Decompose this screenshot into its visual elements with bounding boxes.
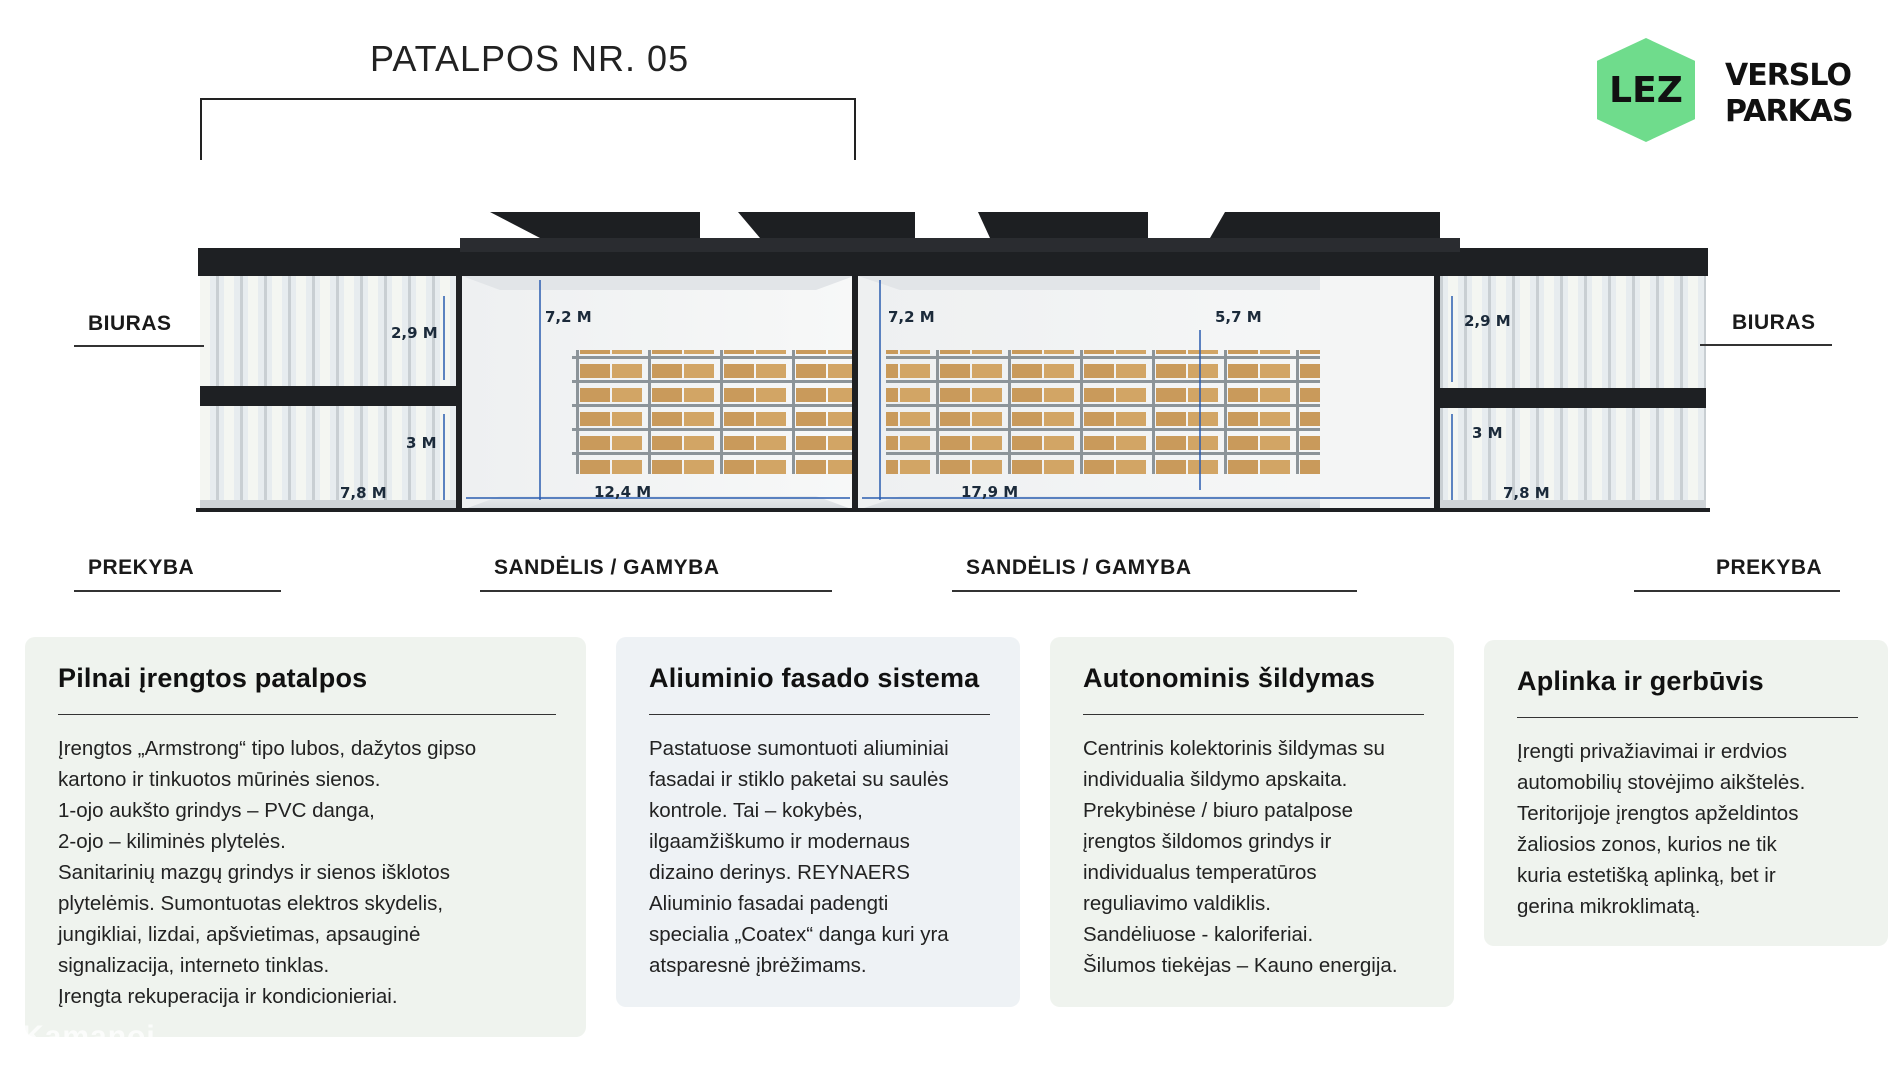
dim-warehouse1-height: 7,2 M <box>545 308 592 326</box>
dim-left-office-width: 7,8 M <box>340 484 387 502</box>
card-title: Pilnai įrengtos patalpos <box>58 663 368 693</box>
brand-name: VERSLO PARKAS <box>1725 58 1854 130</box>
card-text: Pastatuose sumontuoti aliuminiai fasadai… <box>649 737 949 977</box>
card-title: Aplinka ir gerbūvis <box>1517 666 1764 696</box>
building-section-illustration: 2,9 M 3 M 7,8 M 7,2 M 12,4 M 7,2 M 5,7 M… <box>196 212 1710 512</box>
dim-warehouse2-height: 7,2 M <box>888 308 935 326</box>
dim-right-office-upper: 2,9 M <box>1464 312 1511 330</box>
card-divider <box>1517 717 1858 718</box>
card-title: Autonominis šildymas <box>1083 663 1376 693</box>
zone-line <box>1700 344 1832 346</box>
card-text: Centrinis kolektorinis šildymas su indiv… <box>1083 737 1398 977</box>
section-bracket <box>200 98 856 160</box>
zone-line <box>952 590 1357 592</box>
logo-hexagon: LEZ <box>1597 38 1695 142</box>
zone-line <box>74 590 281 592</box>
zone-label-prekyba-right: PREKYBA <box>1716 556 1823 579</box>
card-title: Aliuminio fasado sistema <box>649 663 980 693</box>
card-divider <box>1083 714 1424 715</box>
brand-line-1: VERSLO <box>1725 58 1852 93</box>
feature-card-facade: Aliuminio fasado sistema Pastatuose sumo… <box>616 637 1020 1007</box>
dim-warehouse1-width: 12,4 M <box>594 483 651 501</box>
dim-left-office-lower: 3 M <box>406 434 437 452</box>
logo-mark: LEZ <box>1609 69 1683 111</box>
dim-left-office-upper: 2,9 M <box>391 324 438 342</box>
zone-line <box>1634 590 1840 592</box>
page-title: PATALPOS NR. 05 <box>370 38 690 79</box>
feature-card-equipped: Pilnai įrengtos patalpos Įrengtos „Armst… <box>25 637 586 1037</box>
solar-panels <box>490 212 1440 238</box>
dim-right-office-width: 7,8 M <box>1503 484 1550 502</box>
card-divider <box>58 714 556 715</box>
logo: LEZ <box>1597 38 1695 142</box>
feature-card-heating: Autonominis šildymas Centrinis kolektori… <box>1050 637 1454 1007</box>
dim-right-office-lower: 3 M <box>1472 424 1503 442</box>
dim-warehouse2-width: 17,9 M <box>961 483 1018 501</box>
card-text: Įrengtos „Armstrong“ tipo lubos, dažytos… <box>58 737 477 1008</box>
brand-line-2: PARKAS <box>1725 94 1854 129</box>
watermark: Kamanoi <box>22 1020 156 1053</box>
card-divider <box>649 714 990 715</box>
zone-line <box>74 345 204 347</box>
card-text: Įrengti privažiavimai ir erdvios automob… <box>1517 740 1806 918</box>
zone-label-biuras-left: BIURAS <box>88 312 172 335</box>
dim-warehouse2-height-low: 5,7 M <box>1215 308 1262 326</box>
zone-label-biuras-right: BIURAS <box>1732 311 1816 334</box>
zone-label-prekyba-left: PREKYBA <box>88 556 195 579</box>
zone-label-sandelis-2: SANDĖLIS / GAMYBA <box>966 556 1192 579</box>
zone-label-sandelis-1: SANDĖLIS / GAMYBA <box>494 556 720 579</box>
feature-card-environment: Aplinka ir gerbūvis Įrengti privažiavima… <box>1484 640 1888 946</box>
zone-line <box>480 590 832 592</box>
